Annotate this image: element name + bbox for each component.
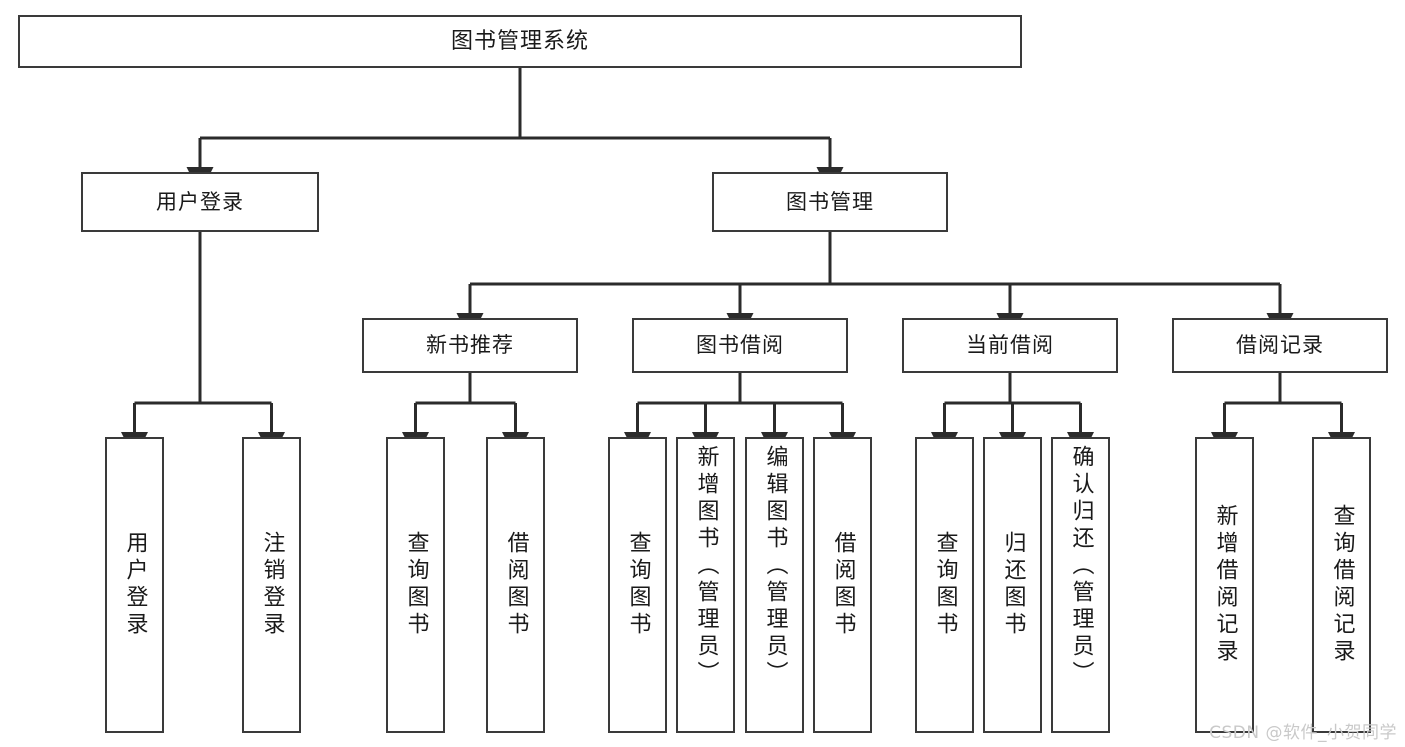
node-label: 图书管理 [786,189,874,214]
node-leaf-confirm-return[interactable]: 确认归还（管理员） [1051,437,1110,733]
node-label: 用户登录 [156,189,244,214]
node-leaf-query-book-2[interactable]: 查询图书 [608,437,667,733]
node-leaf-add-book[interactable]: 新增图书（管理员） [676,437,735,733]
node-label: 借阅图书 [503,531,529,639]
node-leaf-return-book[interactable]: 归还图书 [983,437,1042,733]
node-label: 注销登录 [259,531,285,639]
node-label: 借阅记录 [1236,333,1324,358]
node-label: 新书推荐 [426,333,514,358]
node-current-borrow[interactable]: 当前借阅 [902,318,1118,373]
node-leaf-user-logout[interactable]: 注销登录 [242,437,301,733]
node-leaf-borrow-book-1[interactable]: 借阅图书 [486,437,545,733]
csdn-watermark: CSDN @软件_小贺同学 [1209,723,1397,743]
node-new-book-rec[interactable]: 新书推荐 [362,318,578,373]
node-label: 新增图书（管理员） [693,445,719,688]
node-label: 归还图书 [1000,531,1026,639]
node-label: 查询借阅记录 [1329,504,1355,666]
node-leaf-add-record[interactable]: 新增借阅记录 [1195,437,1254,733]
node-label: 当前借阅 [966,333,1054,358]
node-root[interactable]: 图书管理系统 [18,15,1022,68]
node-leaf-borrow-book-2[interactable]: 借阅图书 [813,437,872,733]
node-label: 查询图书 [403,531,429,639]
node-leaf-query-book-3[interactable]: 查询图书 [915,437,974,733]
node-label: 图书借阅 [696,333,784,358]
node-label: 借阅图书 [830,531,856,639]
node-label: 查询图书 [625,531,651,639]
node-user-login[interactable]: 用户登录 [81,172,319,232]
node-book-manage[interactable]: 图书管理 [712,172,948,232]
node-leaf-query-book-1[interactable]: 查询图书 [386,437,445,733]
node-label: 编辑图书（管理员） [762,445,788,688]
node-label: 图书管理系统 [450,28,589,54]
node-leaf-query-record[interactable]: 查询借阅记录 [1312,437,1371,733]
node-borrow-record[interactable]: 借阅记录 [1172,318,1388,373]
node-leaf-user-login[interactable]: 用户登录 [105,437,164,733]
node-label: 确认归还（管理员） [1068,445,1094,688]
node-label: 查询图书 [932,531,958,639]
node-leaf-edit-book[interactable]: 编辑图书（管理员） [745,437,804,733]
node-label: 用户登录 [122,531,148,639]
node-label: 新增借阅记录 [1212,504,1238,666]
node-book-borrow[interactable]: 图书借阅 [632,318,848,373]
